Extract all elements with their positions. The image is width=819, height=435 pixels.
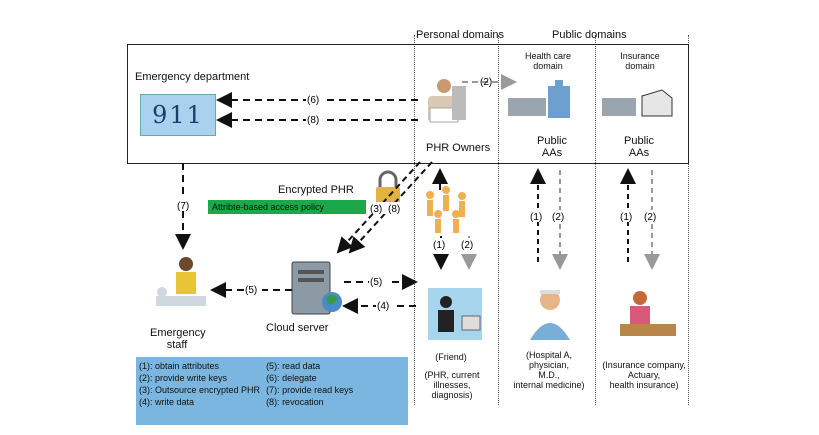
arrow-label-2-top: (2) — [480, 77, 492, 88]
personal-domains-header: Personal domains — [416, 29, 505, 41]
emergency-staff-label: Emergency staff — [150, 327, 206, 351]
legend-item: (1): obtain attributes — [139, 361, 220, 371]
legend-item: (4): write data — [139, 397, 195, 407]
health-domain-separator — [498, 35, 499, 405]
legend-box: (1): obtain attributes (5): read data (2)… — [136, 357, 408, 425]
legend-item: (3): Outsource encrypted PHR — [139, 385, 261, 395]
user-group-icon — [426, 186, 466, 233]
label-bg — [551, 210, 569, 222]
label-bg — [460, 238, 478, 250]
arrow-label-p1: (1) — [433, 240, 445, 251]
insurance-domain-separator — [595, 35, 596, 405]
cloud-server-label: Cloud server — [266, 322, 329, 334]
label-bg — [176, 199, 192, 211]
friend-note: (PHR, current illnesses, diagnosis) — [424, 370, 480, 400]
insurance-company-label: (Insurance company, Actuary, health insu… — [602, 360, 686, 390]
arrow-label-h2: (2) — [552, 212, 564, 223]
legend-item: (6): delegate — [266, 373, 317, 383]
health-buildings-icon — [508, 80, 570, 118]
legend-item: (7): provide read keys — [266, 385, 354, 395]
arrow-label-4: (4) — [377, 301, 389, 312]
lock-icon — [376, 170, 400, 205]
actuary-icon — [620, 291, 676, 336]
phr-owners-label: PHR Owners — [426, 142, 491, 154]
arrow-label-h1: (1) — [530, 212, 542, 223]
legend-item: (5): read data — [266, 361, 321, 371]
label-bg — [369, 202, 405, 214]
legend-item: (2): provide write keys — [139, 373, 228, 383]
cloud-server-icon — [291, 261, 342, 315]
health-public-aas-label: Public AAs — [537, 135, 567, 159]
domain-frame — [127, 44, 689, 164]
label-bg — [643, 210, 661, 222]
arrow-label-8-top: (8) — [307, 115, 319, 126]
emergency-number: 911 — [152, 101, 204, 129]
label-bg — [306, 113, 324, 125]
encrypted-phr-label: Encrypted PHR — [278, 184, 354, 196]
label-bg — [369, 275, 387, 287]
phr-owner-icon — [428, 79, 466, 123]
emergency-department-label: Emergency department — [135, 71, 250, 83]
label-bg — [376, 299, 394, 311]
arrow-label-7: (7) — [177, 201, 189, 212]
arrow-label-3: (3) — [370, 204, 382, 215]
public-domains-header: Public domains — [552, 29, 627, 41]
label-bg — [306, 93, 324, 105]
insurance-buildings-icon — [602, 89, 673, 117]
personal-domain-separator — [414, 35, 415, 405]
label-bg — [529, 210, 547, 222]
arrow-label-5-left: (5) — [245, 285, 257, 296]
label-bg — [432, 238, 450, 250]
legend-item: (8): revocation — [266, 397, 324, 407]
friend-icon — [428, 288, 482, 340]
arrow-label-8-mid: (8) — [388, 204, 400, 215]
friend-label: (Friend) — [435, 352, 467, 362]
insurance-domain-label: Insurance domain — [620, 51, 660, 71]
arrow-label-p2: (2) — [461, 240, 473, 251]
health-care-domain-label: Health care domain — [524, 51, 572, 71]
emergency-911-panel: 911 — [140, 94, 216, 136]
arrow-label-5-right: (5) — [370, 277, 382, 288]
emergency-staff-icon — [156, 257, 206, 306]
label-bg — [244, 283, 262, 295]
physician-icon — [530, 290, 570, 340]
insurance-public-aas-label: Public AAs — [624, 135, 654, 159]
hospital-label: (Hospital A, physician, M.D., internal m… — [513, 350, 585, 390]
arrow-label-i1: (1) — [620, 212, 632, 223]
arrow-label-6: (6) — [307, 95, 319, 106]
label-bg — [619, 210, 637, 222]
access-policy-bar: Attribte-based access policy — [208, 200, 366, 214]
arrow-label-i2: (2) — [644, 212, 656, 223]
right-domain-separator — [688, 35, 689, 405]
